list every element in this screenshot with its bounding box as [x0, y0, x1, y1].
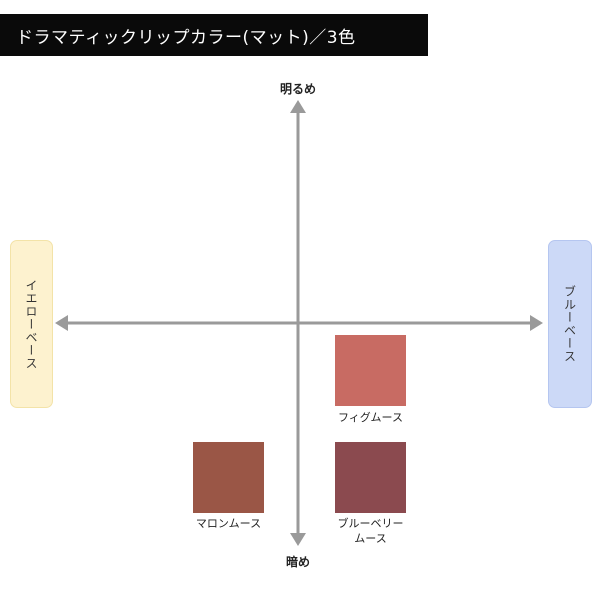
- title-bar: ドラマティックリップカラー(マット)／3色: [0, 14, 428, 56]
- axis-label-bright: 明るめ: [280, 82, 317, 96]
- axes-arrows: [55, 100, 543, 546]
- arrow-down-icon: [290, 533, 306, 546]
- swatch-fig-mousse: [335, 335, 406, 406]
- swatch-label-marron-mousse: マロンムース: [195, 517, 262, 530]
- yellow-base-label: イエローベース: [24, 278, 38, 370]
- blue-base-box: ブルーベース: [548, 240, 592, 408]
- blue-base-label: ブルーベース: [562, 285, 577, 363]
- swatch-label-fig-mousse: フィグムース: [337, 411, 403, 424]
- arrow-up-icon: [290, 100, 306, 113]
- swatch-marron-mousse: [193, 442, 264, 513]
- yellow-base-box: イエローベース: [10, 240, 53, 408]
- page-title: ドラマティックリップカラー(マット)／3色: [16, 28, 356, 48]
- swatch-blueberry-mousse: [335, 442, 406, 513]
- axis-label-dark: 暗め: [286, 555, 311, 569]
- arrow-left-icon: [55, 315, 68, 331]
- arrow-right-icon: [530, 315, 543, 331]
- swatch-label-blueberry-mousse: ブルーベリー ムース: [337, 517, 404, 545]
